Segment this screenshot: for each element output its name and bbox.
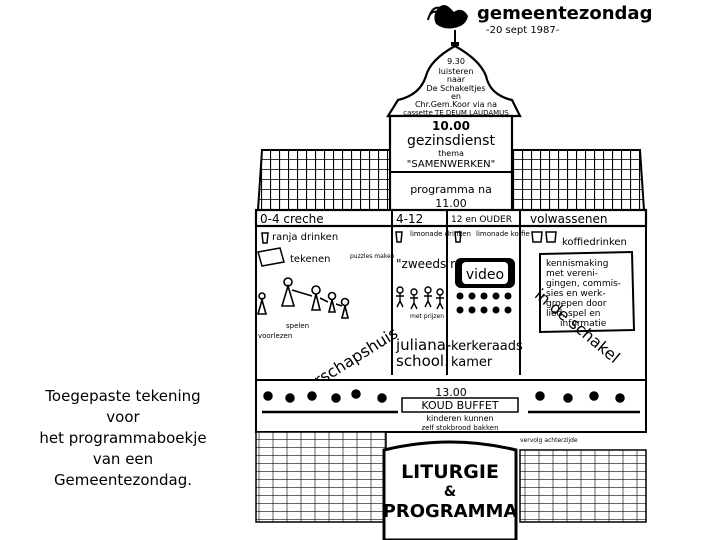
cup-icon <box>261 232 269 244</box>
door-line-2: & <box>444 484 456 500</box>
svg-text:puzzles maken: puzzles maken <box>350 253 395 260</box>
group-bar <box>254 208 648 228</box>
group-adults: volwassenen <box>530 212 607 226</box>
running-children <box>396 286 444 310</box>
drawing-paper-icon <box>257 247 285 267</box>
caption-line-2: voor <box>106 408 140 426</box>
roof-left <box>256 149 391 211</box>
service-theme: "SAMENWERKEN" <box>407 159 496 170</box>
svg-text:informatie: informatie <box>560 319 607 329</box>
door-line-1: LITURGIE <box>401 461 499 483</box>
svg-text:met prijzen: met prijzen <box>410 313 444 320</box>
church-drawing: gemeentezondag -20 sept 1987- 9.30 luist… <box>254 3 652 540</box>
svg-text:Chr.Gem.Koor via na: Chr.Gem.Koor via na <box>415 100 497 109</box>
teens-place-line2: kamer <box>451 355 493 370</box>
svg-text:ranja drinken: ranja drinken <box>272 232 338 243</box>
banner-frame <box>539 250 636 334</box>
svg-text:gingen, commis-: gingen, commis- <box>546 279 621 289</box>
kids-place-line2: school. <box>396 352 449 370</box>
rooster-icon <box>427 5 468 46</box>
caption: Toegepaste tekening voor het programmabo… <box>8 386 238 491</box>
roof-right <box>511 149 646 211</box>
lunch-note-2: zelf stokbrood bakken <box>421 424 498 432</box>
svg-text:kennismaking: kennismaking <box>546 259 608 269</box>
service-theme-label: thema <box>438 149 464 158</box>
drawing-date: -20 sept 1987- <box>486 25 560 36</box>
audience-heads <box>456 292 512 314</box>
service-time: 10.00 <box>432 119 470 133</box>
svg-text:cassette TE DEUM LAUDAMUS: cassette TE DEUM LAUDAMUS <box>403 109 509 117</box>
svg-text:luisteren: luisteren <box>439 67 474 76</box>
caption-line-3: het programmaboekje <box>39 429 207 447</box>
program-after: programma na <box>410 183 492 196</box>
svg-text:limonade koffie: limonade koffie <box>476 230 530 238</box>
adults-section: koffiedrinken kennismaking met vereni- g… <box>531 231 636 367</box>
video-label: video <box>466 267 504 283</box>
teens-place-line1: kerkeraads <box>451 339 523 354</box>
svg-text:spelen: spelen <box>286 322 309 330</box>
coffee-cups-icon <box>531 231 557 243</box>
svg-text:groepen door: groepen door <box>546 299 607 309</box>
svg-text:limonade drinken: limonade drinken <box>410 230 471 238</box>
wall-right <box>519 449 647 523</box>
cup-icon <box>454 231 462 243</box>
children-figures <box>256 277 350 319</box>
svg-text:De Schakeltjes: De Schakeltjes <box>426 84 485 93</box>
tower-body <box>388 114 514 218</box>
svg-text:lied, spel en: lied, spel en <box>546 309 601 319</box>
svg-text:koffiedrinken: koffiedrinken <box>562 237 627 248</box>
continuation-note: vervolg achterzijde <box>520 437 578 444</box>
svg-text:sies en werk-: sies en werk- <box>546 289 605 299</box>
lunch-time: 13.00 <box>435 386 467 399</box>
door-line-3: PROGRAMMA <box>383 501 518 522</box>
svg-text:met vereni-: met vereni- <box>546 269 598 279</box>
caption-line-5: Gemeentezondag. <box>53 471 193 489</box>
svg-text:voorlezen: voorlezen <box>258 332 292 340</box>
program-after-time: 11.00 <box>435 197 467 210</box>
teens-section: limonade koffie video kerkeraads kamer <box>451 230 530 370</box>
service-title: gezinsdienst <box>407 133 495 149</box>
caption-line-1: Toegepaste tekening <box>45 387 201 405</box>
group-teens: 12 en OUDER <box>451 215 512 225</box>
lunch-title: KOUD BUFFET <box>421 399 498 412</box>
caption-line-4: van een <box>92 450 154 468</box>
kids-place-line1: juliana- <box>395 336 451 354</box>
svg-text:en: en <box>451 92 461 101</box>
lunch-note-1: kinderen kunnen <box>426 414 493 423</box>
group-kids: 4-12 <box>396 212 423 226</box>
svg-text:9.30: 9.30 <box>447 57 465 66</box>
buffet-people <box>262 389 640 414</box>
svg-text:naar: naar <box>447 75 466 84</box>
tower-announcement: 9.30 luisteren naar De Schakeltjes en Ch… <box>403 57 509 117</box>
wall-left <box>255 431 387 523</box>
svg-text:tekenen: tekenen <box>290 254 331 265</box>
group-creche: 0-4 creche <box>260 212 324 226</box>
door-frame <box>382 440 518 540</box>
drawing-title: gemeentezondag <box>477 3 652 24</box>
cup-icon <box>395 231 403 243</box>
